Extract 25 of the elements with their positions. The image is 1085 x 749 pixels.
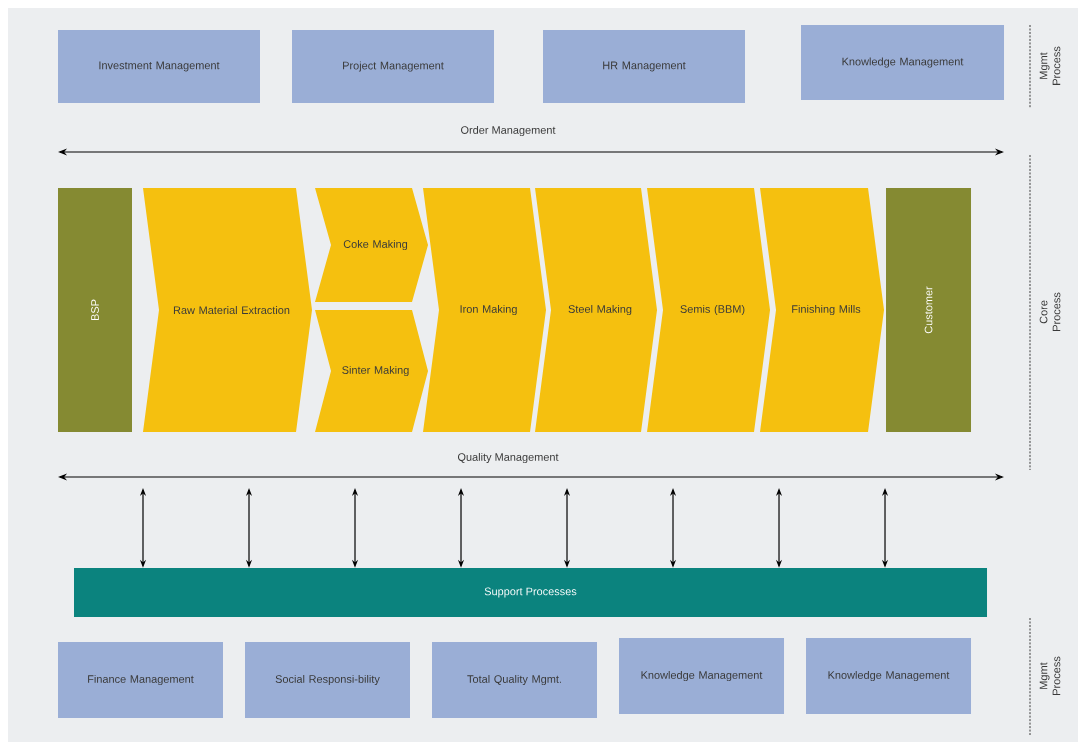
node-label: Iron Making — [460, 304, 517, 316]
process-box: Knowledge Management — [806, 638, 971, 714]
arrow-label: Quality Management — [457, 452, 559, 464]
chevron-step: Semis (BBM) — [647, 188, 770, 432]
side-box: Customer — [886, 188, 971, 432]
chevron-step: Sinter Making — [315, 310, 428, 432]
support-bar: Support Processes — [74, 568, 987, 617]
side-label: Mgmt Process — [1039, 46, 1061, 85]
chevron-step: Iron Making — [423, 188, 546, 432]
process-box: Finance Management — [58, 642, 223, 718]
process-box: Investment Management — [58, 30, 260, 103]
side-label: Core Process — [1039, 292, 1061, 331]
process-box: Project Management — [292, 30, 494, 103]
process-box: Social Responsi-bility — [245, 642, 410, 718]
side-box: BSP — [58, 188, 132, 432]
chevron-step: Finishing Mills — [760, 188, 884, 432]
arrow-label: Order Management — [461, 125, 556, 137]
process-box: HR Management — [543, 30, 745, 103]
node-label: Steel Making — [568, 304, 632, 316]
process-box: Knowledge Management — [801, 25, 1004, 100]
chevron-step: Coke Making — [315, 188, 428, 302]
process-box: Total Quality Mgmt. — [432, 642, 597, 718]
side-label: Mgmt Process — [1039, 656, 1061, 695]
process-box: Knowledge Management — [619, 638, 784, 714]
chevron-step: Steel Making — [535, 188, 657, 432]
